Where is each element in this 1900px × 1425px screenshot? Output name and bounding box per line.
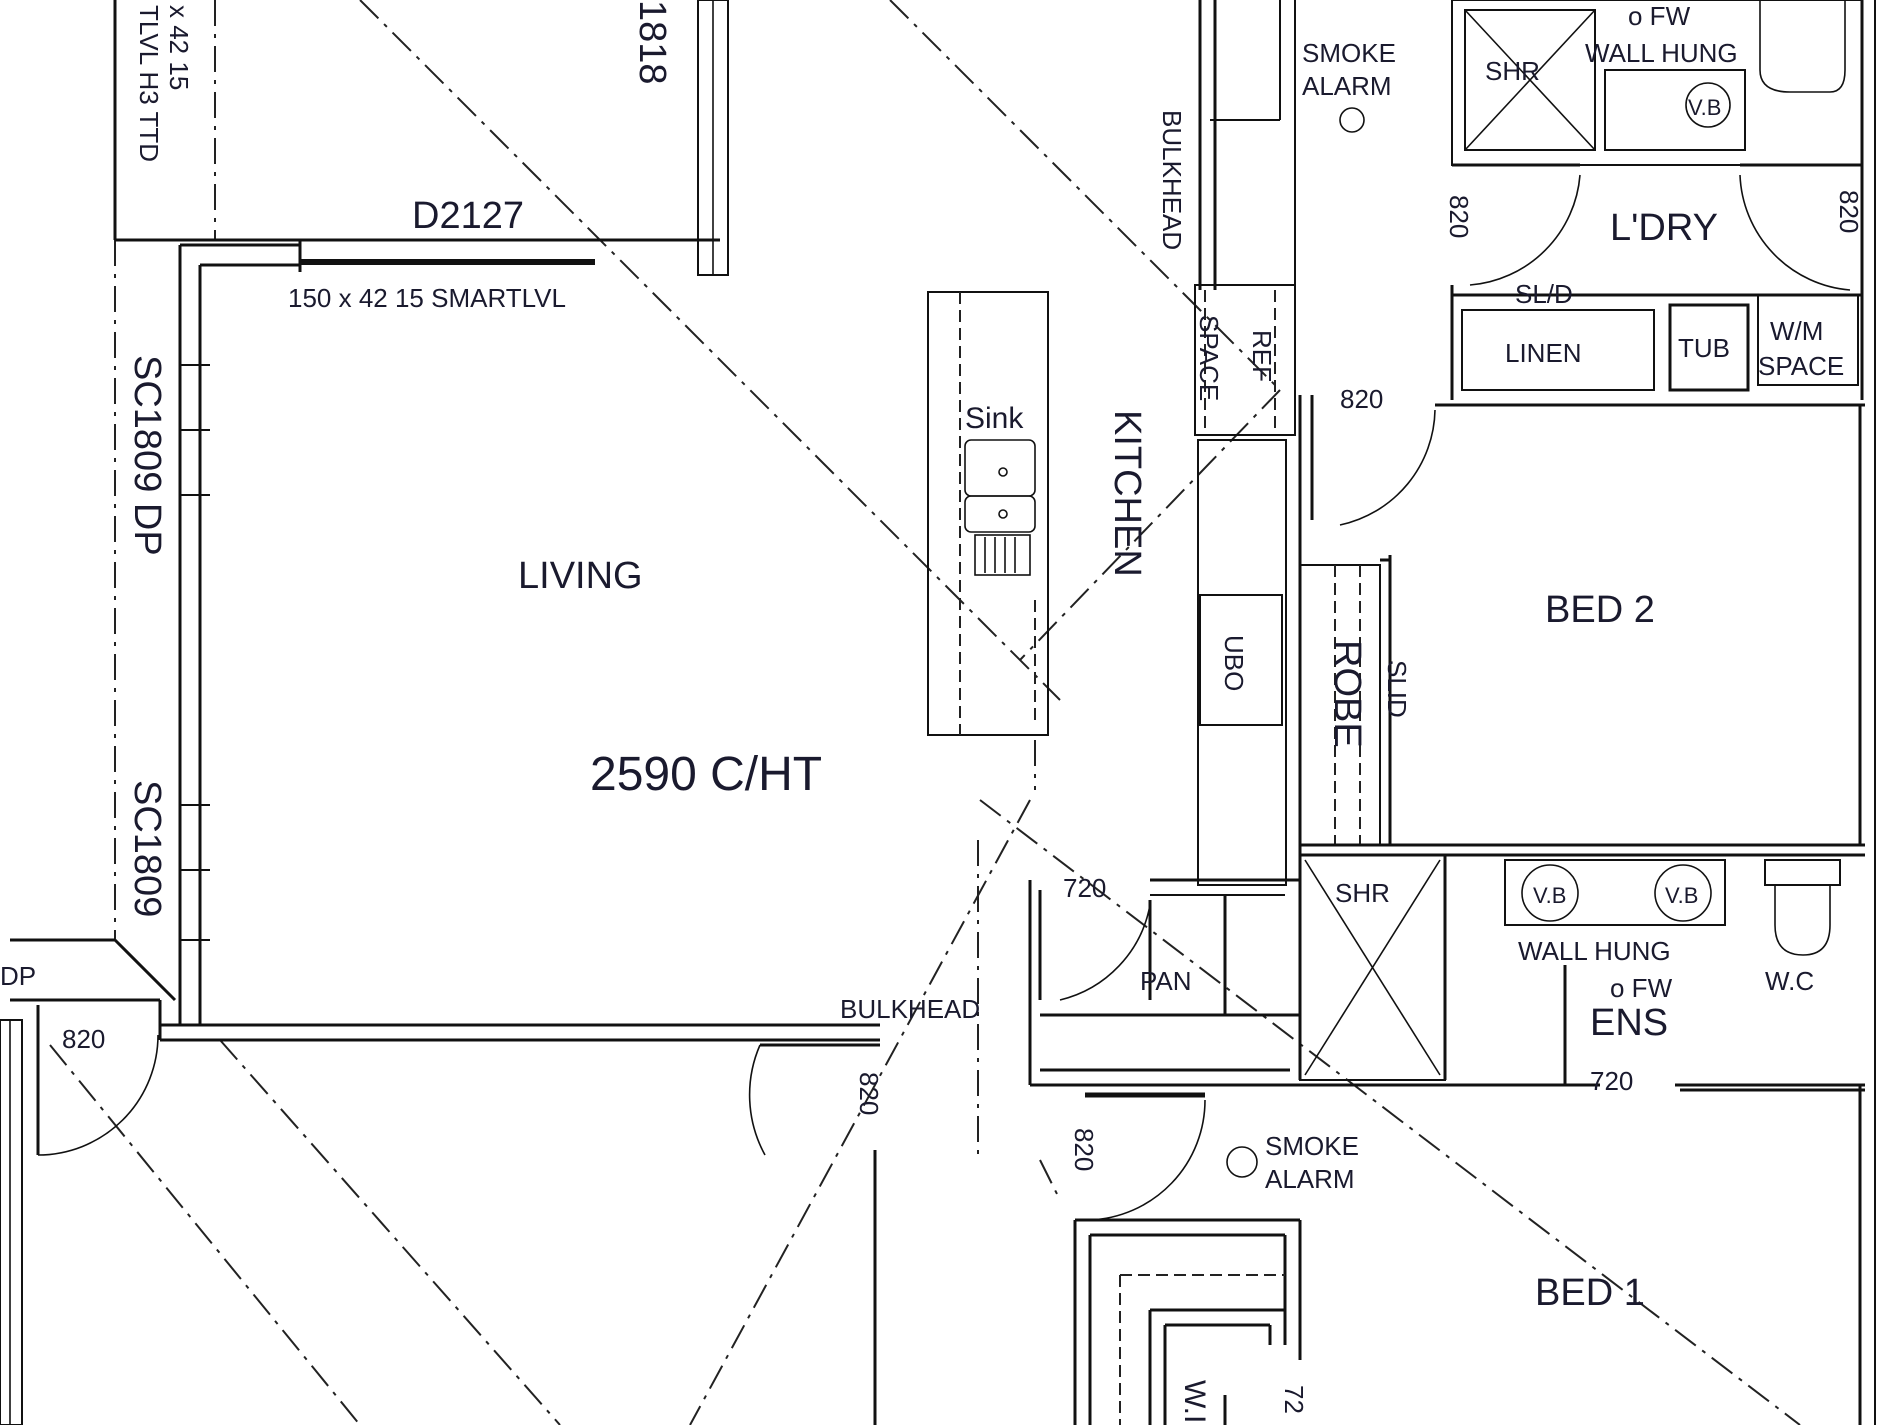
door-label-d2127: D2127 [412,195,524,237]
room-label-bed1: BED 1 [1535,1272,1645,1314]
smoke-alarm-label: SMOKE [1265,1131,1359,1161]
room-label-living: LIVING [518,555,643,597]
slid-label: SLID [1382,660,1412,718]
door-width-label: 820 [1834,190,1864,233]
bulkhead-label: BULKHEAD [840,994,980,1024]
tub-label: TUB [1678,333,1730,363]
kitchen-island [927,291,1049,736]
linen-label: LINEN [1505,338,1582,368]
door-width-label: 720 [1063,873,1106,903]
wm-label: W/M [1770,316,1823,346]
window-label-1818: 1818 [631,0,673,85]
walk-in-robe-label: W.I [1178,1380,1211,1423]
floor-waste-label: o FW [1628,1,1691,31]
door-width-label: 820 [62,1024,105,1054]
shower-label: SHR [1485,56,1540,86]
vanity-basin-label: V.B [1533,883,1566,908]
ceiling-height: 2590 C/HT [590,748,822,801]
door-width-label: 820 [1444,195,1474,238]
wall-hung-label: WALL HUNG [1518,936,1671,966]
door-swings [37,174,1851,1425]
window-label-sc1809: SC1809 [126,780,168,917]
robe-label: ROBE [1326,640,1368,748]
room-label-laundry: L'DRY [1610,207,1718,249]
top-left-room [113,0,729,276]
smoke-alarm-label: SMOKE [1302,38,1396,68]
roof-lines [49,0,1801,1425]
smoke-alarm-label-2: ALARM [1265,1164,1355,1194]
dp-label: DP [0,961,36,991]
shower-label: SHR [1335,878,1390,908]
sliding-door-label: SL/D [1515,279,1573,309]
beam-label: 150 x 42 15 SMARTLVL [288,283,566,313]
smoke-alarm-icon [1226,1146,1258,1178]
living-walls [10,240,880,1047]
window-label-sc1809dp: SC1809 DP [126,355,168,556]
room-label-ensuite: ENS [1590,1002,1668,1044]
wm-space-label: SPACE [1758,351,1844,381]
door-width-label: 72 [1279,1385,1309,1414]
wall-hung-label: WALL HUNG [1585,38,1738,68]
room-label-bed2: BED 2 [1545,589,1655,631]
bulkhead-label: BULKHEAD [1157,110,1187,250]
fridge-space-label: SPACE [1194,315,1224,401]
smoke-alarm-icon [1339,107,1365,133]
door-width-label: 820 [854,1072,884,1115]
left-edge-walls [0,1000,162,1425]
bed1-walls [1073,1218,1302,1425]
beam-label-left-2: TLVL H3 TTD [134,5,164,162]
ubo-label: UBO [1219,635,1249,691]
door-width-label: 820 [1340,384,1383,414]
vanity-basin-label: V.B [1688,95,1721,120]
room-label-kitchen: KITCHEN [1106,410,1148,577]
sink-label: Sink [965,402,1024,435]
door-width-label: 820 [1069,1128,1099,1171]
wc-label: W.C [1765,966,1814,996]
door-width-label: 720 [1590,1066,1633,1096]
floor-waste-label: o FW [1610,973,1673,1003]
fridge-ref-label: REF [1247,330,1277,382]
beam-label-left: x 42 15 [164,5,194,90]
pantry [1148,900,1300,1017]
ensuite [1299,854,1865,1425]
bathroom-top [1450,0,1876,1425]
smoke-alarm-label-2: ALARM [1302,71,1392,101]
kitchen-cabinetry [1028,0,1600,1098]
vanity-basin-label: V.B [1665,883,1698,908]
pantry-label: PAN [1140,966,1192,996]
